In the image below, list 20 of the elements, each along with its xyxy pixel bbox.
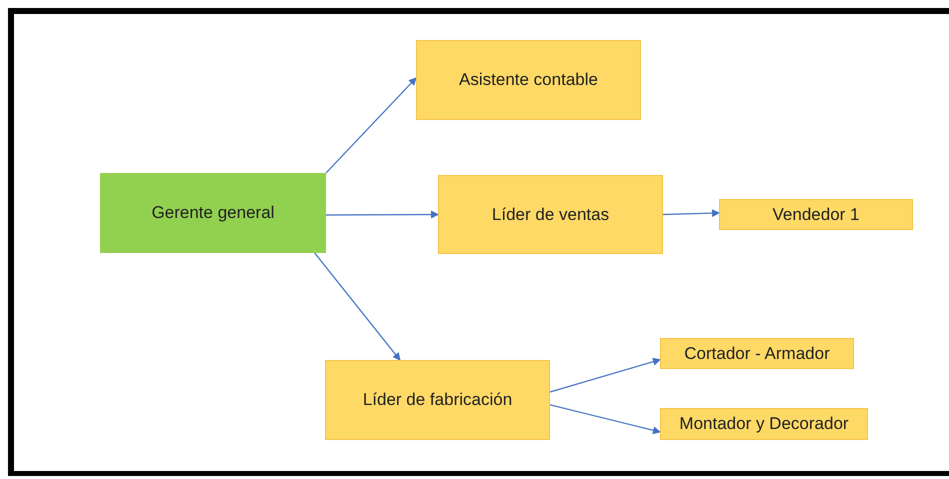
node-label: Líder de fabricación [362, 390, 512, 410]
role-box [438, 175, 663, 254]
arrow [550, 358, 661, 393]
node-label: Asistente contable [459, 70, 598, 90]
arrow [550, 404, 661, 434]
role-box [660, 338, 854, 369]
arrow [662, 209, 720, 218]
arrow [314, 252, 401, 361]
node-label: Vendedor 1 [772, 204, 860, 224]
node-label: Cortador - Armador [684, 344, 830, 364]
role-box [416, 40, 641, 120]
node-label: Montador y Decorador [679, 414, 849, 434]
node-label: Líder de ventas [492, 204, 610, 224]
node-label: Gerente general [152, 203, 274, 223]
role-box [325, 360, 550, 440]
manager-box [100, 173, 326, 253]
role-box [719, 199, 913, 230]
role-box [660, 408, 868, 440]
arrow [326, 210, 439, 219]
arrow [326, 77, 417, 174]
